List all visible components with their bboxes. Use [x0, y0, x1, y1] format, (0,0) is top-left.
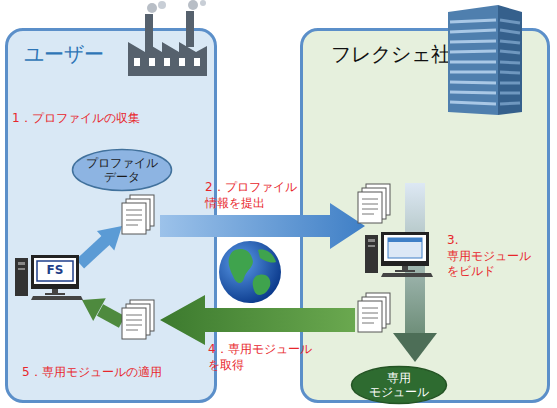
- document-icon: [122, 195, 154, 234]
- step-label: 3. 専用モジュール をビルド: [447, 233, 539, 280]
- globe: [219, 241, 281, 303]
- window: [194, 58, 200, 66]
- screen: [384, 235, 426, 261]
- step-label: 5．専用モジュールの適用: [22, 365, 202, 381]
- screen: [34, 258, 76, 284]
- logo-frame: [37, 261, 73, 281]
- continent: [253, 274, 271, 294]
- logo-text: FS: [36, 263, 74, 279]
- document-icon: [358, 184, 390, 223]
- computer-icon: [365, 232, 433, 277]
- window-bar: [388, 238, 422, 242]
- chimney: [186, 11, 194, 47]
- continent: [229, 249, 253, 283]
- building-side: [498, 5, 522, 115]
- globe-icon: [219, 241, 281, 303]
- building-front: [448, 5, 498, 115]
- window: [164, 58, 170, 66]
- document-icon: [122, 300, 154, 339]
- window: [179, 58, 185, 66]
- node-text: プロファイル データ: [82, 148, 162, 192]
- building-icon: [448, 5, 522, 115]
- edge-label: 4．専用モジュール を取得: [208, 342, 320, 373]
- window: [388, 238, 422, 258]
- edge-label: 2．プロファイル 情報を提出: [205, 180, 307, 211]
- window: [134, 58, 140, 66]
- building-side-stripes: [500, 20, 520, 104]
- smoke: [147, 3, 157, 13]
- node-text: 専用 モジュール: [364, 365, 434, 405]
- window: [149, 58, 155, 66]
- smoke: [200, 0, 206, 6]
- smoke: [188, 0, 198, 10]
- smoke: [158, 1, 166, 9]
- building-stripes: [450, 20, 496, 104]
- document-icon: [358, 293, 390, 332]
- data-ellipse: プロファイル データ: [71, 148, 173, 192]
- continent: [258, 250, 276, 263]
- module-ellipse: 専用 モジュール: [350, 365, 448, 405]
- step-label: 1．プロファイルの収集: [12, 111, 192, 127]
